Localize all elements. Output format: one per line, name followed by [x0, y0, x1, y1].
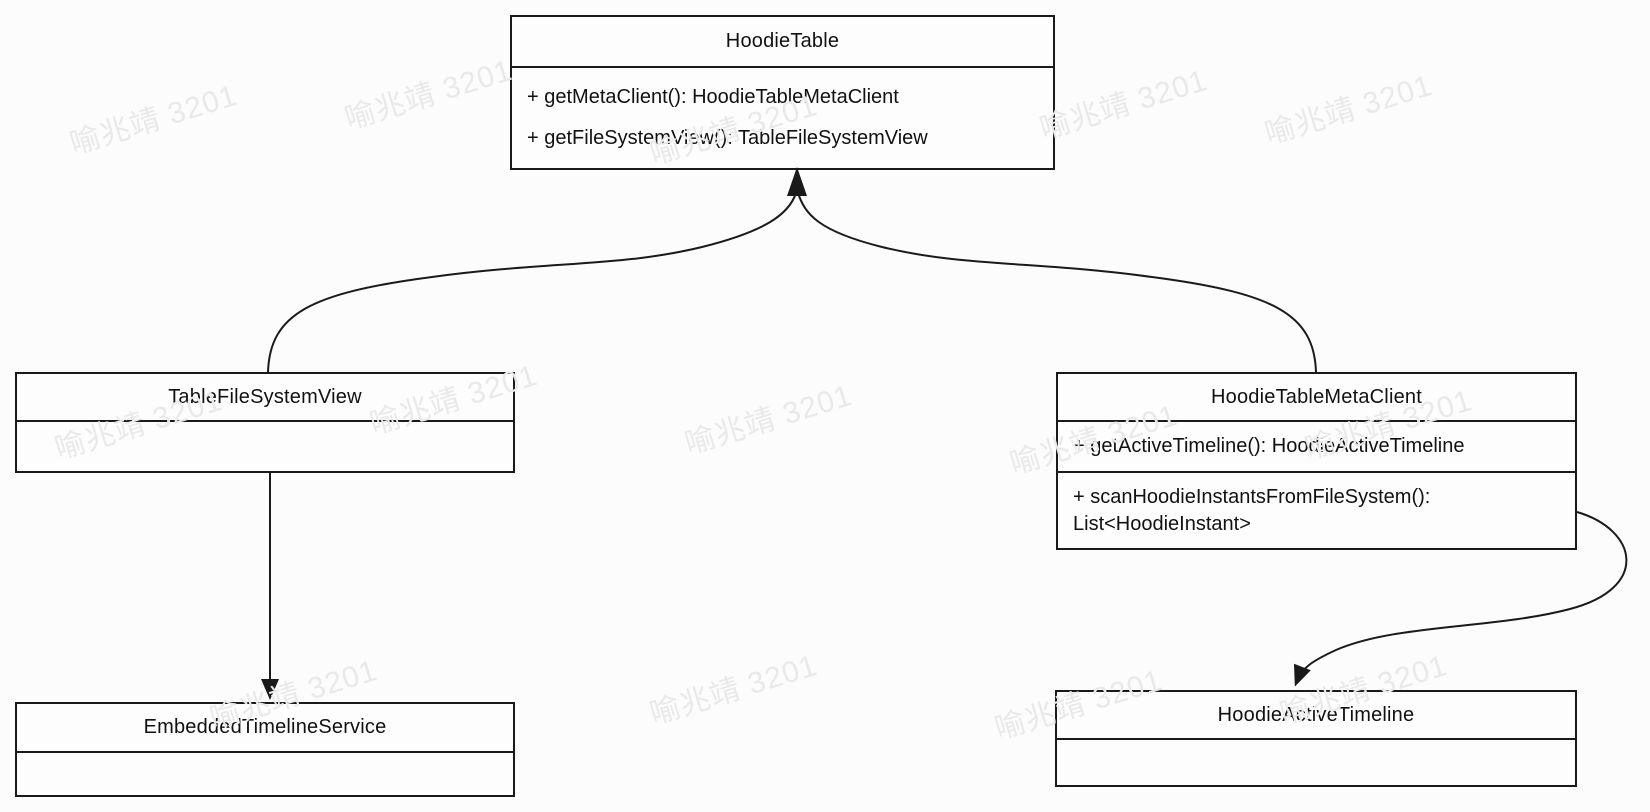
watermark-text: 喻兆靖 3201	[681, 378, 857, 462]
watermark-text: 喻兆靖 3201	[1036, 63, 1212, 147]
method-get-file-system-view: + getFileSystemView(): TableFileSystemVi…	[527, 127, 928, 149]
class-box-hoodie-table-meta-client: HoodieTableMetaClient + getActiveTimelin…	[1056, 372, 1577, 550]
class-box-table-file-system-view: TableFileSystemView	[15, 372, 515, 473]
method-get-meta-client: + getMetaClient(): HoodieTableMetaClient	[527, 86, 899, 108]
class-methods-hoodie-table: + getMetaClient(): HoodieTableMetaClient…	[512, 68, 1053, 168]
arrow-tablefilesystemview-to-hoodietable	[267, 192, 797, 373]
watermark-text: 喻兆靖 3201	[646, 648, 822, 732]
class-box-hoodie-active-timeline: HoodieActiveTimeline	[1055, 690, 1577, 787]
method-row-get-active-timeline: + getActiveTimeline(): HoodieActiveTimel…	[1058, 422, 1575, 473]
arrow-hoodietablemetaclient-to-hoodietable	[797, 192, 1317, 373]
method-scan-hoodie-instants: + scanHoodieInstantsFromFileSystem(): Li…	[1073, 485, 1431, 535]
watermark-text: 喻兆靖 3201	[341, 53, 517, 137]
arrowhead-to-hoodietable	[787, 167, 807, 196]
class-box-hoodie-table: HoodieTable + getMetaClient(): HoodieTab…	[510, 15, 1055, 170]
watermark-text: 喻兆靖 3201	[1261, 68, 1437, 152]
class-box-embedded-timeline-service: EmbeddedTimelineService	[15, 702, 515, 797]
class-body-hoodie-active-timeline	[1057, 740, 1575, 785]
class-title-embedded-timeline-service: EmbeddedTimelineService	[17, 704, 513, 753]
class-body-table-file-system-view	[17, 422, 513, 471]
class-title-hoodie-table-meta-client: HoodieTableMetaClient	[1058, 374, 1575, 422]
class-body-embedded-timeline-service	[17, 753, 513, 795]
class-title-hoodie-active-timeline: HoodieActiveTimeline	[1057, 692, 1575, 740]
class-title-hoodie-table: HoodieTable	[512, 17, 1053, 68]
method-row-scan-hoodie-instants: + scanHoodieInstantsFromFileSystem(): Li…	[1058, 473, 1575, 548]
method-get-active-timeline: + getActiveTimeline(): HoodieActiveTimel…	[1073, 435, 1465, 457]
class-title-table-file-system-view: TableFileSystemView	[17, 374, 513, 422]
watermark-text: 喻兆靖 3201	[66, 78, 242, 162]
